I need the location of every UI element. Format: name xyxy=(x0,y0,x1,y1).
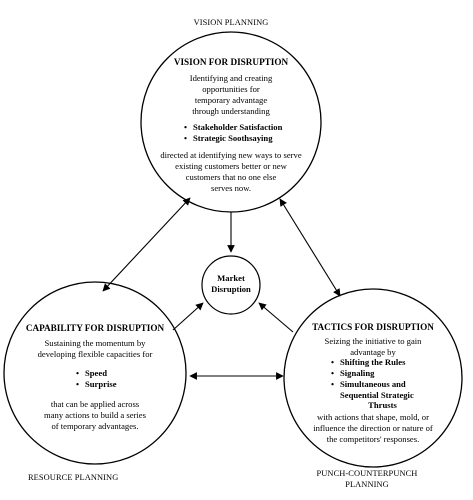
capability-intro-1: Sustaining the momentum by xyxy=(44,338,146,348)
tactics-outro-1: with actions that shape, mold, or xyxy=(317,412,429,422)
vision-bullet-2: Strategic Soothsaying xyxy=(184,133,282,144)
vision-planning-label: VISION PLANNING xyxy=(193,18,269,27)
arrow-vision-capability xyxy=(102,197,191,292)
resource-planning-label: RESOURCE PLANNING xyxy=(28,473,119,482)
market-label-line2: Disruption xyxy=(211,284,251,294)
punch-planning-label-line2: PLANNING xyxy=(345,480,389,489)
vision-outro-4: serves now. xyxy=(210,183,251,193)
tactics-circle xyxy=(283,288,463,468)
arrow-vision-tactics xyxy=(279,198,341,297)
tactics-outro-2: influence the direction or nature of xyxy=(313,423,433,433)
vision-outro-1: directed at identifying new ways to serv… xyxy=(160,150,302,160)
vision-intro-4: through understanding xyxy=(192,106,270,116)
vision-title: VISION FOR DISRUPTION xyxy=(173,57,289,67)
arrow-capability-to-market xyxy=(172,302,204,331)
capability-intro-2: developing flexible capacities for xyxy=(37,349,153,359)
capability-outro-3: of temporary advantages. xyxy=(51,421,139,431)
vision-bullet-1: Stakeholder Satisfaction xyxy=(184,122,282,133)
tactics-bullet-list: Shifting the Rules Signaling Simultaneou… xyxy=(331,357,406,390)
tactics-bullet-3-cont-2: Thrusts xyxy=(368,400,397,410)
tactics-bullet-1: Shifting the Rules xyxy=(331,357,406,368)
vision-intro-1: Identifying and creating xyxy=(189,73,273,83)
tactics-bullet-3-cont-1: Sequential Strategic xyxy=(340,390,414,400)
market-label-line1: Market xyxy=(217,273,245,283)
capability-outro-1: that can be applied across xyxy=(50,399,140,409)
tactics-bullet-3: Simultaneous and xyxy=(331,379,406,390)
vision-outro-2: existing customers better or new xyxy=(175,161,287,171)
vision-outro-3: customers that no one else xyxy=(185,172,277,182)
tactics-intro-2: advantage by xyxy=(350,347,396,357)
tactics-bullet-2: Signaling xyxy=(331,368,406,379)
punch-planning-label-line1: PUNCH-COUNTERPUNCH xyxy=(316,469,418,478)
tactics-title: TACTICS FOR DISRUPTION xyxy=(312,322,434,332)
arrow-tactics-to-market xyxy=(258,302,294,333)
market-disruption-circle xyxy=(201,255,261,315)
tactics-intro-1: Seizing the initiative to gain xyxy=(324,336,422,346)
capability-bullet-2: Surprise xyxy=(76,379,117,390)
capability-outro-2: many actions to build a series xyxy=(44,410,146,420)
vision-intro-3: temporary advantage xyxy=(194,95,268,105)
capability-title: CAPABILITY FOR DISRUPTION xyxy=(25,323,165,333)
vision-intro-2: opportunities for xyxy=(202,84,260,94)
capability-bullet-1: Speed xyxy=(76,368,117,379)
tactics-outro-3: the competitors' responses. xyxy=(326,434,420,444)
vision-bullet-list: Stakeholder Satisfaction Strategic Sooth… xyxy=(184,122,282,144)
capability-circle xyxy=(3,281,187,465)
capability-bullet-list: Speed Surprise xyxy=(76,368,117,390)
